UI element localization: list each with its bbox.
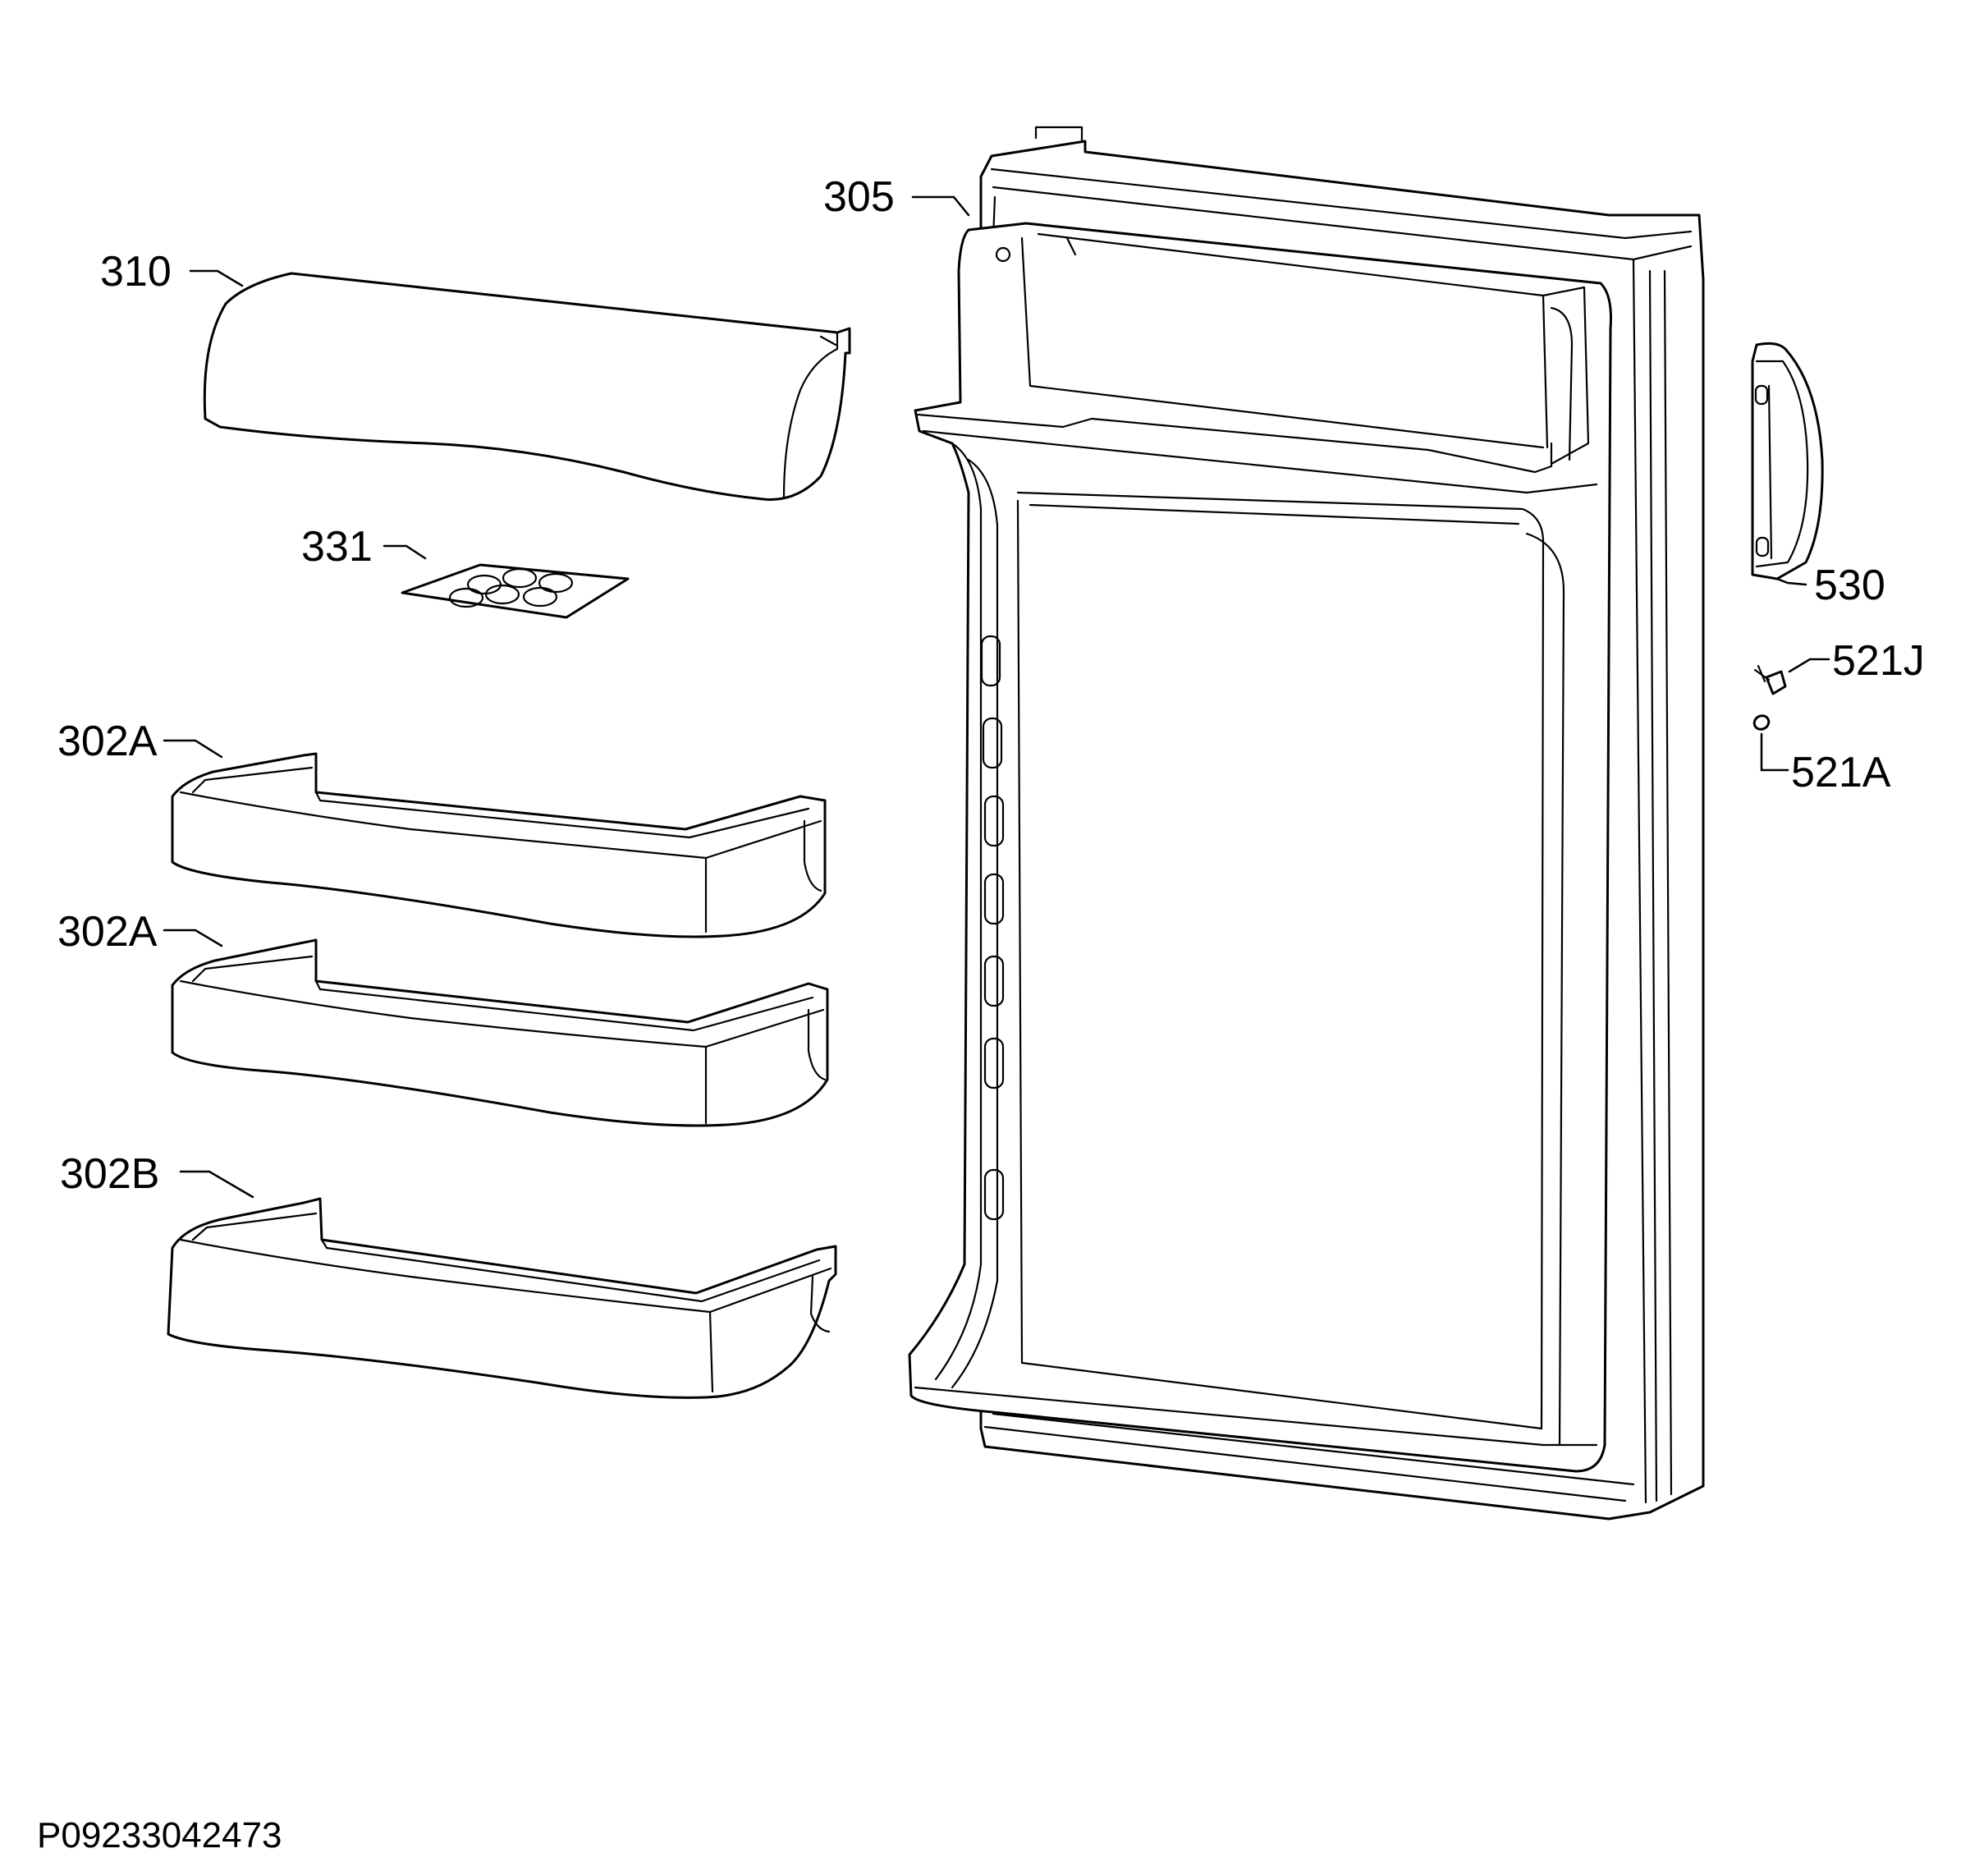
- leader-331: [383, 544, 427, 560]
- label-331: 331: [301, 523, 373, 571]
- leader-521a: [1760, 732, 1789, 772]
- document-id: P09233042473: [37, 1815, 282, 1855]
- part-305-door: [908, 126, 1705, 1521]
- label-521j: 521J: [1832, 637, 1925, 685]
- leader-310: [189, 269, 244, 287]
- part-530-door-handle: [1751, 342, 1824, 580]
- leader-521j: [1788, 658, 1830, 673]
- label-302a-upper-text: 302A: [57, 718, 158, 765]
- part-302a-shelf-middle: [171, 938, 829, 1127]
- label-521a: 521A: [1791, 749, 1891, 796]
- label-302b: 302B: [60, 1150, 159, 1198]
- callout-labels: 305 310 331 302A 302A 302B 530 521J 521A: [57, 173, 1925, 1198]
- door-shelf-slots: [980, 635, 1005, 1221]
- leader-lines: [163, 195, 1830, 1199]
- leader-302a-upper: [163, 739, 223, 759]
- part-331-egg-tray: [401, 563, 630, 619]
- leader-302b: [179, 1170, 254, 1199]
- label-305: 305: [823, 173, 895, 221]
- part-302b-shelf-bottom: [167, 1197, 837, 1399]
- leader-530: [1775, 577, 1807, 586]
- part-521a-washer: [1752, 714, 1771, 731]
- label-302a-upper: 302A: [57, 718, 158, 765]
- label-302a-middle: 302A: [57, 908, 158, 956]
- label-302a-middle-text: 302A: [57, 908, 158, 956]
- part-521j-screw: [1753, 664, 1787, 695]
- label-310: 310: [100, 248, 172, 296]
- part-302a-shelf-upper: [171, 752, 827, 938]
- leader-305: [911, 195, 970, 217]
- leader-302a-middle: [163, 929, 223, 947]
- part-310-dairy-lid: [203, 272, 851, 501]
- label-530: 530: [1814, 562, 1885, 609]
